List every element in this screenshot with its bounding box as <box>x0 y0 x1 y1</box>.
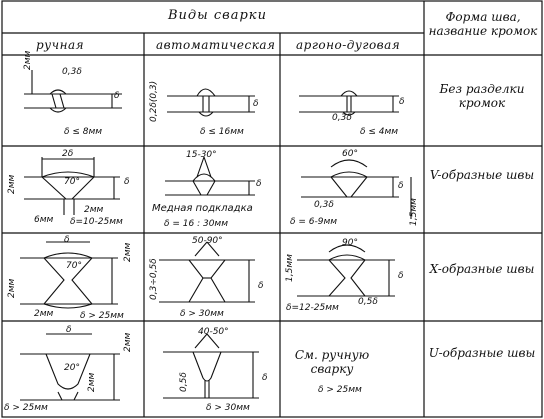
row3-argon-angle: 90° <box>342 238 358 248</box>
row3-manual-side: 2мм <box>123 242 133 262</box>
row3-argon-gap: 0,5δ <box>358 297 378 307</box>
col-manual-header: ручная <box>36 38 85 52</box>
row4-auto-cond: δ > 30мм <box>206 403 250 413</box>
row4-manual-cond: δ > 25мм <box>4 403 48 413</box>
header-title: Виды сварки <box>168 8 267 23</box>
col-argon-header: аргоно-дуговая <box>296 38 401 52</box>
row1-auto-thk: δ <box>253 99 259 109</box>
row2-name: V-образные швы <box>429 168 535 182</box>
row4-name: U-образные швы <box>428 346 536 360</box>
row1-argon-thk: δ <box>399 97 405 107</box>
row2-argon-side: 1,5мм <box>409 198 419 226</box>
row3-auto-thk: δ <box>258 281 264 291</box>
row4-manual-side: 2мм <box>123 332 133 352</box>
row4-auto-side: 0,5δ <box>179 372 189 392</box>
row2-argon-cond: δ = 6-9мм <box>290 217 338 227</box>
row4-auto-thk: δ <box>262 373 268 383</box>
row1-auto-side: 0,2δ(0,3) <box>149 80 159 122</box>
row1-auto-drawing <box>145 56 279 145</box>
row4-manual-inner: 2мм <box>87 372 97 392</box>
row1-name: Без разделки кромок <box>439 82 525 110</box>
row4-auto-angle: 40-50° <box>198 327 229 337</box>
row1-argon-cond: δ ≤ 4мм <box>360 127 399 137</box>
row3-manual-cond: δ > 25мм <box>80 311 124 321</box>
row2-auto-angle: 15-30° <box>186 150 217 160</box>
row2-argon-thk: δ <box>398 181 404 191</box>
row3-argon-cond: δ=12-25мм <box>286 303 339 313</box>
row2-auto-note: Медная подкладка <box>152 203 253 214</box>
row4-manual-angle: 20° <box>64 363 80 373</box>
row2-auto-thk: δ <box>256 179 262 189</box>
row3-auto-cond: δ > 30мм <box>180 309 224 319</box>
row1-manual-cond: δ ≤ 8мм <box>64 127 103 137</box>
row1-manual-drawing <box>2 56 144 145</box>
row2-manual-drawing <box>2 147 144 233</box>
row1-manual-gap: 0,3δ <box>62 67 82 77</box>
row2-auto-cond: δ = 16 : 30мм <box>164 219 229 229</box>
row2-manual-top: 2δ <box>62 149 74 159</box>
row3-name: X-образные швы <box>429 262 535 276</box>
row2-argon-gap: 0,3δ <box>314 200 334 210</box>
row3-argon-side: 1,5мм <box>285 254 295 282</box>
row4-manual-top: δ <box>66 325 72 335</box>
row3-manual-angle: 70° <box>66 261 82 271</box>
row2-auto-drawing <box>145 147 279 233</box>
row2-manual-root: 2мм <box>84 205 104 215</box>
row3-manual-top: δ <box>64 235 70 245</box>
row4-manual-drawing <box>2 322 144 417</box>
row1-manual-side: 2мм <box>23 50 33 70</box>
row3-argon-drawing <box>281 234 423 320</box>
row3-manual-left: 2мм <box>7 278 17 298</box>
row1-manual-thk: δ <box>114 91 120 101</box>
row4-argon-text: См. ручную сварку <box>294 348 370 376</box>
col-auto-header: автоматическая <box>156 38 276 52</box>
row2-manual-left: 2мм <box>7 174 17 194</box>
row2-manual-thk: δ <box>124 177 130 187</box>
row2-argon-angle: 60° <box>342 149 358 159</box>
row3-argon-thk: δ <box>398 271 404 281</box>
row2-argon-drawing <box>281 147 423 233</box>
row3-auto-side: 0,3÷0,5δ <box>149 258 159 300</box>
header-side-title: Форма шва, название кромок <box>428 10 538 38</box>
row4-auto-drawing <box>145 322 279 417</box>
row2-manual-angle: 70° <box>64 177 80 187</box>
row1-argon-drawing <box>281 56 423 145</box>
row3-manual-bottom: 2мм <box>34 309 54 319</box>
row2-manual-bottom: 6мм <box>34 215 54 225</box>
row3-auto-drawing <box>145 234 279 320</box>
row4-argon-cond: δ > 25мм <box>318 385 362 395</box>
row1-argon-gap: 0,3δ <box>332 113 352 123</box>
row3-auto-angle: 50-90° <box>192 236 223 246</box>
row1-auto-cond: δ ≤ 16мм <box>200 127 244 137</box>
row2-manual-cond: δ=10-25мм <box>70 217 123 227</box>
row3-manual-drawing <box>2 234 144 320</box>
